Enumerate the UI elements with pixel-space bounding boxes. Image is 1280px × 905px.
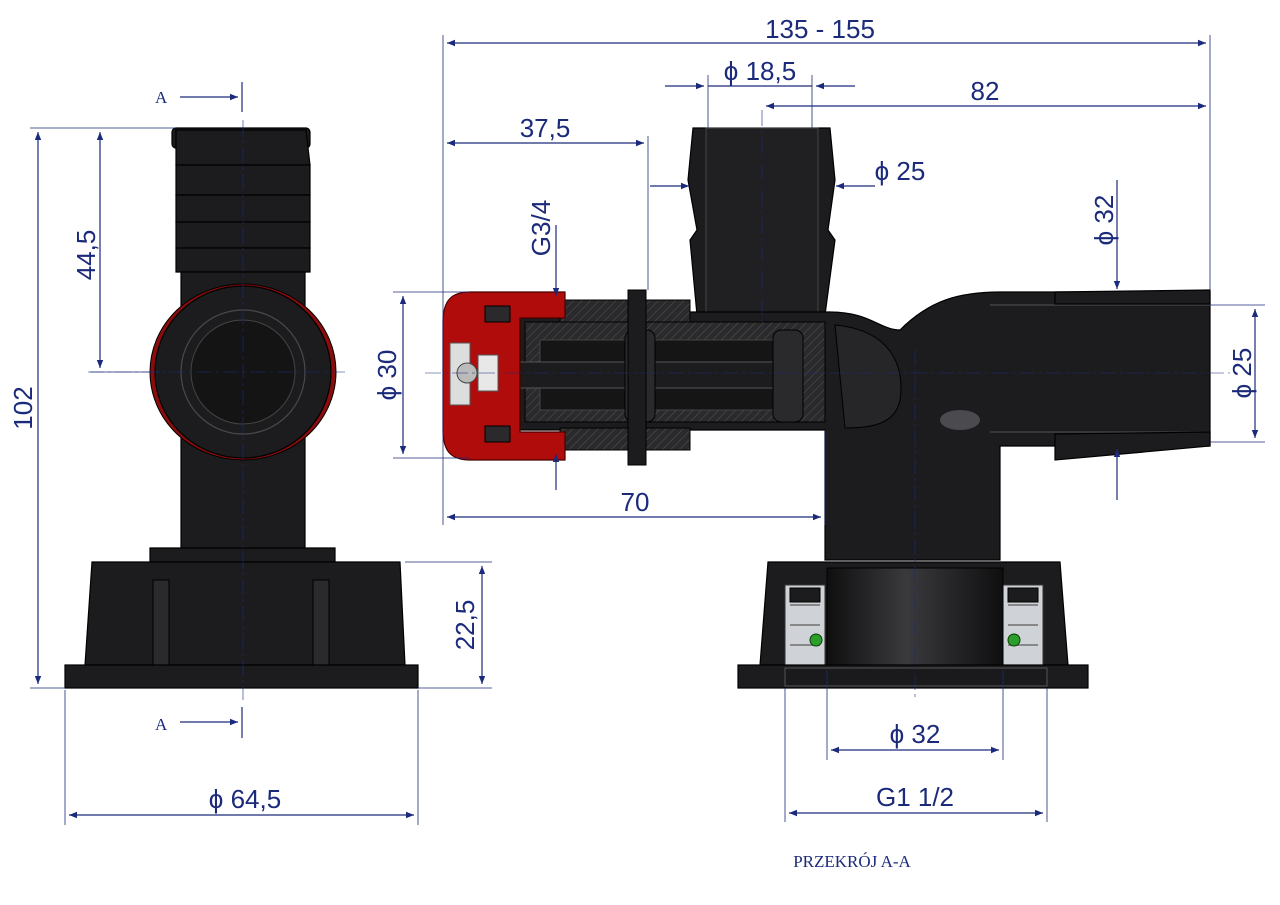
dim-thread-valve: G3/4	[526, 200, 556, 256]
dim-valve-length: 70	[621, 487, 650, 517]
dim-top-barb-offset: 82	[971, 76, 1000, 106]
dim-side-barb-outer-dia: ϕ 32	[1089, 195, 1119, 246]
section-dimensions: 135 - 155 ϕ 18,5 82 37,5 ϕ 25 G3/4 ϕ 30 …	[372, 14, 1265, 871]
dim-outlet-inner-dia: ϕ 32	[890, 719, 941, 749]
oring-right	[1007, 633, 1021, 647]
dim-side-barb-inner-dia: ϕ 25	[1227, 348, 1257, 399]
left-dimensions: 102 44,5 22,5 ϕ 64,5 A A	[8, 82, 492, 825]
dim-top-barb-outer-dia: ϕ 25	[875, 156, 926, 186]
dim-overall-length: 135 - 155	[765, 14, 875, 44]
dim-nut-height: 22,5	[450, 600, 480, 651]
dim-cap-to-barb: 37,5	[520, 113, 571, 143]
dim-valve-dia: ϕ 30	[372, 350, 402, 401]
section-title: PRZEKRÓJ A-A	[793, 852, 911, 871]
dim-top-height: 44,5	[71, 230, 101, 281]
dim-top-barb-inner-dia: ϕ 18,5	[724, 56, 796, 86]
dim-total-height: 102	[8, 386, 38, 429]
oring-left	[809, 633, 823, 647]
section-marker-top: A	[155, 88, 168, 107]
dim-outlet-thread: G1 1/2	[876, 782, 954, 812]
section-marker-bottom: A	[155, 715, 168, 734]
nut-front	[64, 561, 419, 689]
front-view	[64, 120, 419, 700]
red-cap	[442, 291, 566, 461]
dim-flange-dia: ϕ 64,5	[209, 784, 281, 814]
nut-section	[737, 561, 1089, 689]
section-view	[425, 110, 1230, 700]
